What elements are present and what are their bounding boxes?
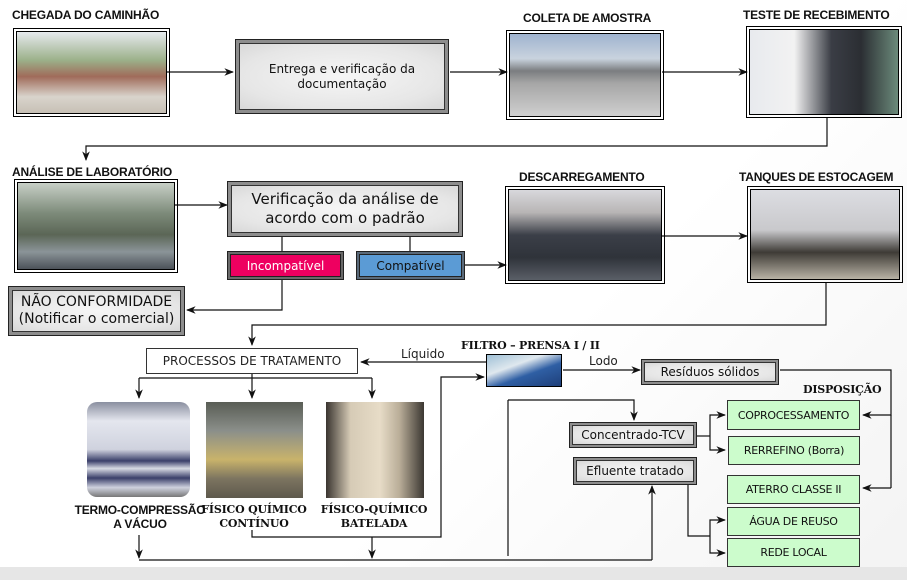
truck-arrival-photo <box>13 28 170 117</box>
liquid-label: Líquido <box>401 347 445 361</box>
receiving-test-title: TESTE DE RECEBIMENTO <box>743 8 890 22</box>
treated-effluent-label: Efluente tratado <box>576 460 694 482</box>
sample-collection-photo <box>506 30 664 120</box>
arrow-tanks-to-treatment <box>248 282 827 346</box>
unloading-photo <box>505 186 665 284</box>
batch-physicochemical-photo <box>326 402 424 498</box>
storage-tanks-photo <box>747 186 903 283</box>
method-1-label: TERMO-COMPRESSÃO A VÁCUO <box>72 503 208 531</box>
compatible-label: Compatível <box>359 254 462 277</box>
method-2-line2: CONTÍNUO <box>219 517 289 530</box>
documentation-label-line2: documentação <box>297 76 387 91</box>
non-conformity-label-line2: (Notificar o comercial) <box>18 311 175 327</box>
method-2-line1: FÍSICO QUÍMICO <box>201 503 307 516</box>
documentation-label-line1: Entrega e verificação da <box>268 61 416 76</box>
filter-press-photo <box>486 354 562 387</box>
laboratory-photo <box>14 179 178 273</box>
arrow-effluent-to-sewer <box>709 536 726 557</box>
verification-label-line2: acordo com o padrão <box>265 209 425 227</box>
non-conformity-box: NÃO CONFORMIDADE(Notificar o comercial) <box>8 286 185 336</box>
storage-tanks-title: TANQUES DE ESTOCAGEM <box>739 170 894 184</box>
disposition-reuse-water: ÁGUA DE REUSO <box>727 507 860 536</box>
vacuum-thermocompression-photo <box>87 402 190 497</box>
solid-waste-box: Resíduos sólidos <box>641 359 779 385</box>
method-1-line1: TERMO-COMPRESSÃO <box>74 503 206 517</box>
non-conformity-label-line1: NÃO CONFORMIDADE <box>20 293 173 310</box>
disposition-title: DISPOSIÇÃO <box>803 383 882 396</box>
arrow-concentrate-to-coprocessing <box>709 411 726 436</box>
arrow-effluent-to-reuse <box>709 516 726 536</box>
bottom-strip <box>0 567 907 580</box>
arrow-incompatible-to-nonconformity <box>186 280 283 314</box>
sludge-label: Lodo <box>589 354 618 368</box>
continuous-physicochemical-photo <box>206 402 303 498</box>
arrow-bus-to-concentrate <box>508 399 638 421</box>
disposition-rerefining: RERREFINO (Borra) <box>728 436 860 465</box>
truck-arrival-title: CHEGADA DO CAMINHÃO <box>12 8 160 22</box>
method-3-line1: FÍSICO-QUÍMICO <box>320 503 428 516</box>
arrow-test-to-lab <box>82 117 828 161</box>
verification-label-line1: Verificação da análise de <box>251 190 439 209</box>
solid-waste-label: Resíduos sólidos <box>644 362 776 382</box>
arrow-solids-to-coprocessing <box>780 369 892 419</box>
disposition-coprocessing: COPROCESSAMENTO <box>727 400 860 430</box>
compatible-box: Compatível <box>356 251 465 280</box>
method-1-line2: A VÁCUO <box>113 517 167 531</box>
disposition-landfill-class-2: ATERRO CLASSE II <box>727 475 860 504</box>
unloading-title: DESCARREGAMENTO <box>519 170 645 184</box>
method-3-label: FÍSICO-QUÍMICO BATELADA <box>318 503 430 531</box>
receiving-test-photo <box>746 26 902 118</box>
disposition-local-network: REDE LOCAL <box>727 538 860 567</box>
incompatible-box: Incompatível <box>227 251 344 280</box>
method-3-line2: BATELADA <box>340 517 408 530</box>
treated-effluent-box: Efluente tratado <box>573 457 697 485</box>
method-2-label: FÍSICO QUÍMICO CONTÍNUO <box>198 503 310 531</box>
lab-analysis-title: ANÁLISE DE LABORATÓRIO <box>12 165 173 179</box>
concentrate-box: Concentrado-TCV <box>569 422 697 448</box>
incompatible-label: Incompatível <box>230 254 341 277</box>
sample-collection-title: COLETA DE AMOSTRA <box>523 11 652 25</box>
treatment-processes-box: PROCESSOS DE TRATAMENTO <box>146 348 358 374</box>
arrow-concentrate-to-rerefining <box>709 436 726 454</box>
arrow-methods-to-filter <box>251 373 485 538</box>
filter-press-title: FILTRO – PRENSA I / II <box>461 339 600 352</box>
concentrate-label: Concentrado-TCV <box>572 425 694 445</box>
